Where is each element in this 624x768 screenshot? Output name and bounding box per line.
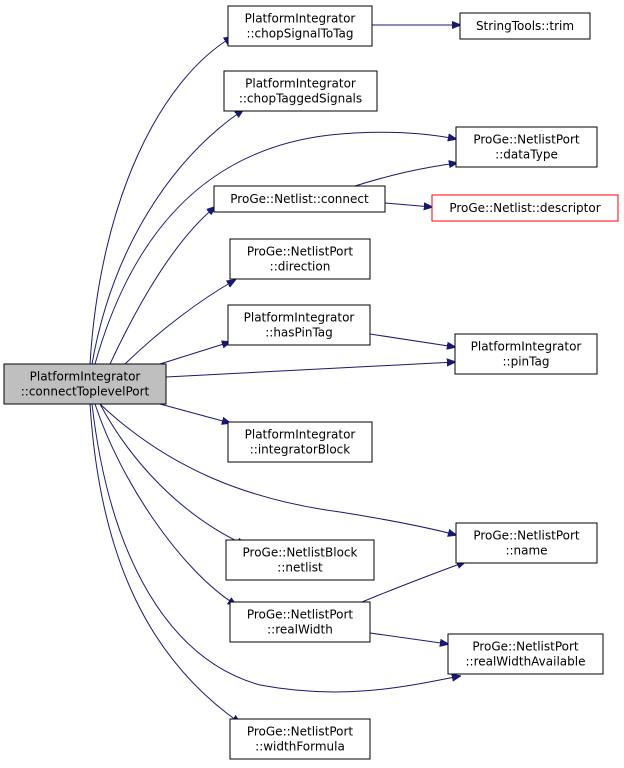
node-label-line: ::hasPinTag (265, 326, 333, 340)
edge-root-chopSignalToTag (89, 37, 232, 365)
node-box (3, 363, 167, 405)
node-label-line: ProGe::NetlistPort (473, 133, 580, 147)
node-box (455, 126, 598, 168)
node-box (229, 718, 371, 760)
node-label-line: ::realWidth (267, 623, 333, 637)
edge-root-direction (124, 280, 235, 365)
node-label-line: PlatformIntegrator (245, 12, 356, 26)
edge-root-pinTag (165, 362, 455, 378)
node-label-line: ::chopTaggedSignals (239, 92, 362, 106)
node-label-line: ProGe::NetlistPort (247, 245, 354, 259)
node-box (459, 12, 591, 40)
node-widthFormula[interactable]: ProGe::NetlistPort::widthFormula (229, 718, 371, 760)
node-label-line: ProGe::Netlist::connect (230, 192, 369, 206)
edges-layer (89, 25, 465, 723)
node-box (431, 194, 619, 222)
node-integratorBlock[interactable]: PlatformIntegrator::integratorBlock (227, 421, 373, 463)
node-hasPinTag[interactable]: PlatformIntegrator::hasPinTag (227, 304, 371, 346)
node-chopSignalToTag[interactable]: PlatformIntegrator::chopSignalToTag (227, 5, 373, 47)
edge-connect-descriptor (384, 203, 432, 207)
node-label-line: PlatformIntegrator (471, 340, 582, 354)
node-label-line: ::dataType (495, 148, 558, 162)
node-realWidth[interactable]: ProGe::NetlistPort::realWidth (229, 601, 371, 643)
node-label-line: PlatformIntegrator (30, 370, 141, 384)
node-label-line: ::netlist (277, 561, 323, 575)
node-realWidthAvailable[interactable]: ProGe::NetlistPort::realWidthAvailable (447, 633, 604, 675)
node-label-line: ProGe::NetlistBlock (243, 546, 358, 560)
node-label-line: PlatformIntegrator (244, 311, 355, 325)
edge-hasPinTag-pinTag (369, 333, 455, 347)
node-label-line: ::realWidthAvailable (465, 655, 585, 669)
node-label-line: ::name (505, 544, 547, 558)
node-trim[interactable]: StringTools::trim (459, 12, 591, 40)
edge-realWidth-name (354, 562, 465, 606)
edge-root-hasPinTag (159, 342, 230, 365)
edge-realWidth-realWidthAvailable (369, 632, 448, 644)
node-root[interactable]: PlatformIntegrator::connectToplevelPort (3, 363, 167, 405)
node-label-line: ::chopSignalToTag (246, 27, 353, 41)
edge-root-realWidthAvailable (91, 403, 460, 693)
node-label-line: ProGe::NetlistPort (473, 529, 580, 543)
edge-root-dataType (94, 131, 456, 365)
edge-root-chopTaggedSignals (91, 110, 243, 365)
node-descriptor[interactable]: ProGe::Netlist::descriptor (431, 194, 619, 222)
node-label-line: StringTools::trim (476, 19, 574, 33)
node-pinTag[interactable]: PlatformIntegrator::pinTag (454, 333, 598, 375)
node-box (223, 70, 378, 112)
edge-connect-dataType (354, 163, 457, 187)
node-label-line: ProGe::NetlistPort (247, 725, 354, 739)
node-label-line: ::connectToplevelPort (21, 385, 150, 399)
node-label-line: ::widthFormula (255, 740, 345, 754)
node-netlist[interactable]: ProGe::NetlistBlock::netlist (225, 539, 375, 581)
node-dataType[interactable]: ProGe::NetlistPort::dataType (455, 126, 598, 168)
node-label-line: ProGe::NetlistPort (472, 640, 579, 654)
node-label-line: ::direction (270, 260, 331, 274)
node-direction[interactable]: ProGe::NetlistPort::direction (229, 238, 371, 280)
node-label-line: ::integratorBlock (250, 443, 351, 457)
node-box (227, 304, 371, 346)
node-box (447, 633, 604, 675)
node-box (229, 238, 371, 280)
node-box (227, 421, 373, 463)
node-chopTaggedSignals[interactable]: PlatformIntegrator::chopTaggedSignals (223, 70, 378, 112)
edge-root-name (99, 403, 456, 535)
edge-root-connect (109, 207, 215, 365)
edge-root-integratorBlock (159, 403, 230, 423)
nodes-layer: PlatformIntegrator::connectToplevelPortP… (3, 5, 619, 760)
node-name[interactable]: ProGe::NetlistPort::name (455, 522, 598, 564)
node-label-line: ProGe::Netlist::descriptor (449, 201, 600, 215)
node-box (229, 601, 371, 643)
node-box (227, 5, 373, 47)
node-label-line: ::pinTag (503, 355, 550, 369)
node-box (454, 333, 598, 375)
edge-root-realWidth (94, 403, 236, 605)
node-box (225, 539, 375, 581)
node-label-line: PlatformIntegrator (245, 428, 356, 442)
node-label-line: PlatformIntegrator (245, 77, 356, 91)
node-label-line: ProGe::NetlistPort (247, 608, 354, 622)
edge-root-widthFormula (89, 403, 240, 723)
node-box (213, 185, 386, 213)
edge-root-netlist (99, 403, 245, 545)
node-connect[interactable]: ProGe::Netlist::connect (213, 185, 386, 213)
node-box (455, 522, 598, 564)
